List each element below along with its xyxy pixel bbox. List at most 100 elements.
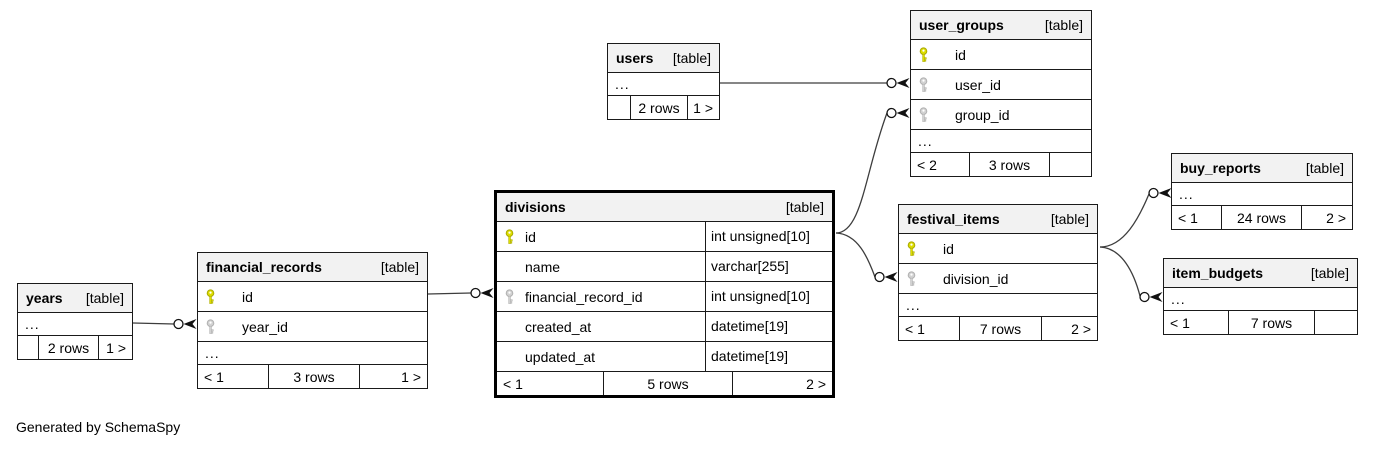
column-name: division_id	[943, 270, 1009, 287]
column-name: ...	[918, 133, 933, 149]
arrowhead-icon	[896, 108, 910, 118]
table-header: festival_items[table]	[899, 205, 1097, 233]
column-row-group_id: group_id	[911, 99, 1091, 129]
column-name: ...	[1179, 186, 1194, 202]
table-name[interactable]: user_groups	[919, 17, 1004, 33]
column-name: ...	[25, 316, 40, 332]
cardinality-circle-icon	[874, 271, 885, 283]
footer-children-cell: < 1	[905, 320, 925, 337]
column-row-id: id	[899, 233, 1097, 263]
table-tag: [table]	[672, 50, 711, 66]
table-name[interactable]: item_budgets	[1172, 265, 1264, 281]
table-tag: [table]	[1310, 265, 1349, 281]
table-header: divisions [table]	[497, 193, 832, 221]
column-row-division_id: division_id	[899, 263, 1097, 293]
cardinality-circle-icon	[886, 107, 897, 119]
table-tag: [table]	[1305, 160, 1344, 176]
column-type: int unsigned[10]	[705, 281, 832, 311]
footer-children-cell: < 1	[1170, 314, 1190, 331]
table-header: buy_reports [table]	[1172, 154, 1352, 182]
footer-children-cell: < 1	[503, 375, 523, 392]
table-festival_items[interactable]: festival_items[table]id division_id... < 1…	[898, 204, 1098, 341]
fk-key-icon	[206, 318, 215, 334]
footer-children-cell: < 1	[204, 368, 224, 385]
cardinality-circle-icon	[1139, 291, 1150, 303]
column-row-ellipsis: ...	[1172, 182, 1352, 205]
column-row-ellipsis: ...	[198, 341, 427, 364]
footer-rowcount-cell: 7 rows	[959, 317, 1041, 340]
footer-parents-cell: 2 >	[1301, 206, 1352, 229]
relation-line	[1099, 246, 1141, 297]
column-name: user_id	[955, 76, 1001, 93]
footer-rowcount-cell: 2 rows	[630, 96, 687, 119]
table-tag: [table]	[380, 259, 419, 275]
arrowhead-icon	[183, 319, 197, 329]
column-row-name: name varchar[255]	[497, 251, 832, 281]
column-type: varchar[255]	[705, 251, 832, 281]
footer-rowcount-cell: 7 rows	[1228, 311, 1314, 334]
generated-by-note: Generated by SchemaSpy	[16, 419, 181, 435]
fk-key-icon	[505, 288, 514, 304]
relation-line	[1099, 193, 1150, 248]
table-name[interactable]: financial_records	[206, 259, 322, 275]
table-name[interactable]: buy_reports	[1180, 160, 1261, 176]
column-name: id	[955, 46, 966, 63]
table-name[interactable]: users	[616, 50, 654, 66]
column-row-user_id: user_id	[911, 69, 1091, 99]
footer-rowcount-cell: 24 rows	[1221, 206, 1301, 229]
arrowhead-icon	[1158, 188, 1172, 198]
cardinality-circle-icon	[886, 77, 897, 89]
pk-key-icon	[505, 228, 514, 244]
pk-key-icon	[206, 288, 215, 304]
arrowhead-icon	[1149, 292, 1163, 302]
fk-key-icon	[919, 76, 928, 92]
relation-line	[835, 232, 876, 278]
arrowhead-icon	[480, 288, 494, 298]
footer-parents-cell	[1314, 311, 1357, 334]
footer-children-cell	[18, 336, 38, 359]
table-name[interactable]: years	[26, 290, 63, 306]
table-tag: [table]	[785, 199, 824, 215]
footer-parents-cell: 1 >	[359, 365, 427, 388]
relation-line	[427, 292, 472, 295]
relation-line	[132, 322, 175, 325]
column-type: datetime[19]	[705, 341, 832, 371]
table-footer: < 1 7 rows	[1164, 310, 1357, 334]
table-name[interactable]: divisions	[505, 199, 566, 215]
footer-rowcount-cell: 5 rows	[603, 372, 732, 395]
column-name: ...	[906, 297, 921, 313]
column-row-ellipsis: ...	[899, 293, 1097, 316]
column-row-id: id	[198, 281, 427, 311]
pk-key-icon	[919, 46, 928, 62]
column-name: created_at	[525, 318, 592, 335]
table-name[interactable]: festival_items	[907, 211, 1000, 227]
footer-rowcount-cell: 3 rows	[268, 365, 359, 388]
arrowhead-icon	[884, 272, 898, 282]
fk-key-icon	[907, 270, 916, 286]
column-name: name	[525, 258, 561, 275]
table-tag: [table]	[85, 290, 124, 306]
footer-children-cell: < 1	[1178, 209, 1198, 226]
fk-key-icon	[919, 106, 928, 122]
footer-parents-cell: 1 >	[98, 336, 132, 359]
table-header: years [table]	[18, 284, 132, 312]
column-type: int unsigned[10]	[705, 221, 832, 251]
column-name: ...	[205, 345, 220, 361]
